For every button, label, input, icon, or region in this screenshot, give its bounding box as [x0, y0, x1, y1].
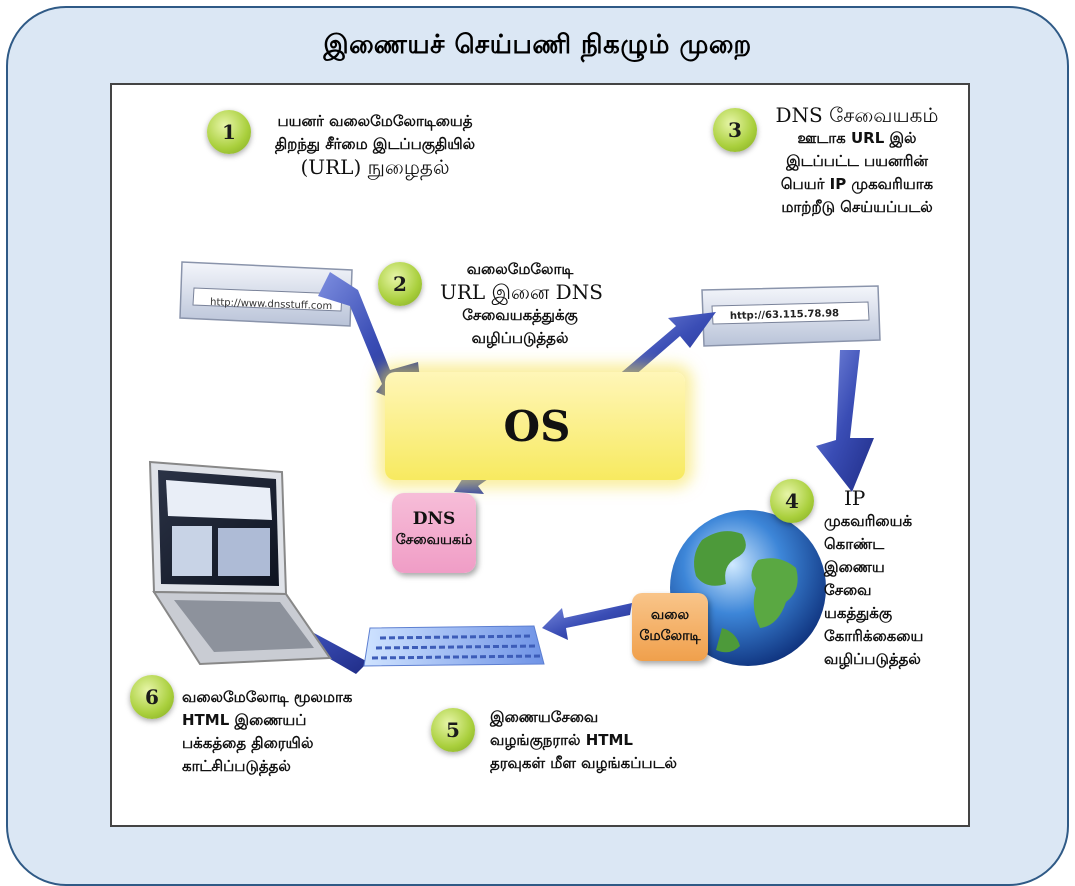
- step-2-line-3: சேவையகத்துக்கு: [462, 306, 578, 324]
- step-6-line-4: காட்சிப்படுத்தல்: [182, 757, 291, 775]
- step-4-text: IP முகவரியைக் கொண்ட இணைய சேவை யகத்துக்கு…: [824, 487, 964, 671]
- page-title: இணையச் செய்பணி நிகழும் முறை: [323, 30, 752, 60]
- step-4-line-5: சேவை: [824, 581, 872, 599]
- step-2-badge: 2: [378, 262, 422, 306]
- dns-server-label-line-1: DNS: [412, 509, 456, 529]
- browser-address-bar-1: [179, 261, 353, 327]
- step-3-line-2: ஊடாக URL இல்: [797, 129, 917, 147]
- arrow-address-2-to-globe: [816, 350, 874, 492]
- step-3-badge: 3: [713, 108, 757, 152]
- web-browser-label-line-1: வலை: [650, 607, 690, 623]
- step-3-line-1: DNS சேவையகம்: [775, 103, 939, 127]
- step-5-text: இணையசேவை வழங்குநரால் HTML தரவுகள் மீள வழ…: [490, 706, 750, 775]
- step-3-line-4: பெயர் IP முகவரியாக: [780, 175, 934, 193]
- dns-server-label-line-2: சேவையகம்: [395, 532, 473, 548]
- step-2-text: வலைமேலோடி URL இனை DNS சேவையகத்துக்கு வழி…: [440, 258, 603, 350]
- step-3-line-5: மாற்றீடு செய்யப்படல்: [781, 198, 933, 216]
- step-2-line-4: வழிப்படுத்தல்: [471, 329, 569, 347]
- step-1-line-3: (URL) நுழைதல்: [300, 155, 450, 179]
- step-4-line-7: கோரிக்கையை: [824, 627, 924, 645]
- step-1-badge: 1: [207, 110, 251, 154]
- web-browser-box: [632, 593, 708, 661]
- address-bar-1-url: http://www.dnsstuff.com: [210, 297, 333, 312]
- os-label: OS: [503, 402, 571, 451]
- web-browser-label: வலை மேலோடி: [632, 605, 708, 647]
- dns-server-box: [392, 493, 476, 573]
- step-6-line-3: பக்கத்தை திரையில்: [182, 734, 314, 752]
- step-1-line-1: பயனர் வலைமேலோடியைத்: [277, 112, 473, 130]
- browser-address-bar-2: [701, 285, 881, 347]
- step-6-line-2: HTML இணையப்: [182, 711, 307, 729]
- step-6-text: வலைமேலோடி மூலமாக HTML இணையப் பக்கத்தை தி…: [182, 686, 422, 778]
- step-4-line-6: யகத்துக்கு: [824, 604, 893, 622]
- step-3-line-3: இடப்பட்ட பயனரின்: [786, 152, 928, 170]
- step-1-text: பயனர் வலைமேலோடியைத் திறந்து சீர்மை இடப்ப…: [260, 110, 490, 179]
- web-browser-label-line-2: மேலோடி: [639, 628, 701, 644]
- step-5-badge: 5: [431, 708, 475, 752]
- step-4-line-3: கொண்ட: [824, 535, 885, 553]
- step-4-badge: 4: [770, 479, 814, 523]
- arrow-os-to-address-2: [610, 312, 716, 390]
- step-3-text: DNS சேவையகம் ஊடாக URL இல் இடப்பட்ட பயனரி…: [762, 104, 952, 219]
- step-4-line-1: IP: [844, 486, 866, 510]
- keyboard-icon: [363, 625, 545, 667]
- step-6-badge: 6: [130, 675, 174, 719]
- step-6-line-1: வலைமேலோடி மூலமாக: [182, 688, 353, 706]
- step-5-line-2: வழங்குநரால் HTML: [490, 731, 633, 749]
- step-5-line-1: இணையசேவை: [490, 708, 599, 726]
- step-1-line-2: திறந்து சீர்மை இடப்பகுதியில்: [274, 135, 476, 153]
- laptop-icon: [148, 460, 332, 666]
- dns-server-label: DNS சேவையகம்: [392, 509, 476, 551]
- step-4-line-8: வழிப்படுத்தல்: [824, 650, 921, 668]
- globe-icon: [670, 510, 826, 666]
- address-bar-2-url: http://63.115.78.98: [730, 308, 839, 322]
- step-4-line-2: முகவரியைக்: [824, 512, 913, 530]
- step-2-line-1: வலைமேலோடி: [466, 260, 574, 278]
- step-2-line-2: URL இனை DNS: [440, 280, 603, 304]
- arrow-browser-to-keyboard: [542, 603, 632, 640]
- step-5-line-3: தரவுகள் மீள வழங்கப்படல்: [490, 754, 677, 772]
- step-4-line-4: இணைய: [824, 558, 885, 576]
- os-box: [385, 372, 685, 480]
